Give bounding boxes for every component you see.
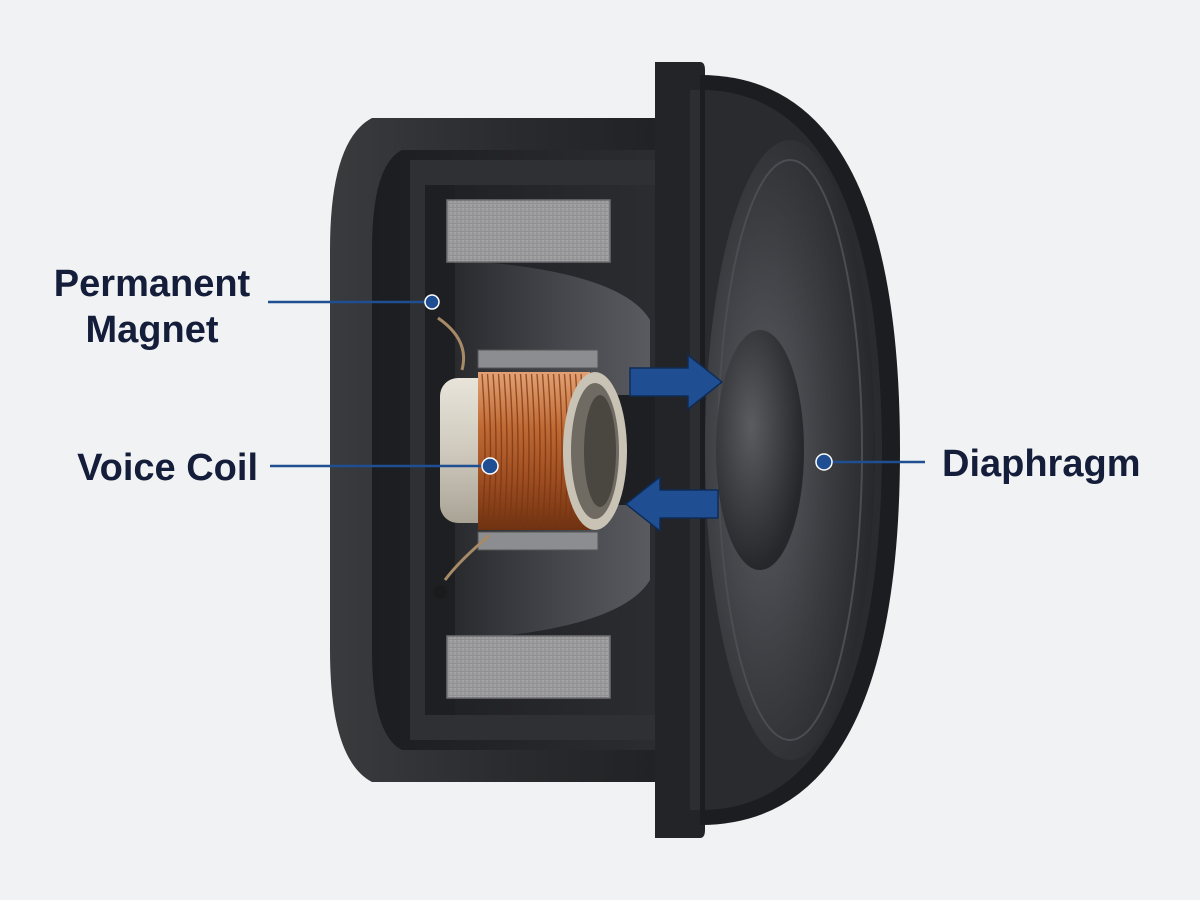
coil-winding [514, 373, 519, 529]
coil-winding [492, 373, 497, 529]
coil-winding [508, 373, 514, 529]
coil-winding [503, 373, 508, 529]
coil-winding [519, 373, 525, 529]
leader-diaphragm [815, 453, 925, 471]
coil-winding [547, 373, 552, 529]
coil-winding [541, 373, 547, 529]
coil-winding [486, 373, 492, 529]
coil-winding [536, 373, 541, 529]
label-permanent-magnet-line2: Magnet [86, 309, 219, 351]
coil-winding [525, 373, 530, 529]
coil-winding [558, 373, 563, 529]
coil-winding [552, 373, 558, 529]
coil-winding [497, 373, 503, 529]
label-voice-coil: Voice Coil [77, 447, 258, 489]
voice-coil-assembly [424, 294, 627, 599]
coil-winding [530, 373, 536, 529]
leader-voice-coil [270, 457, 499, 475]
diaphragm [700, 75, 900, 825]
label-diaphragm: Diaphragm [942, 443, 1140, 485]
coil-winding [481, 373, 486, 529]
arrow-left-icon [624, 475, 719, 533]
label-permanent-magnet-line1: Permanent [54, 263, 251, 305]
arrow-right-icon [629, 353, 724, 411]
leader-permanent-magnet [268, 294, 440, 310]
frame-flange [655, 62, 705, 838]
permanent-magnet [446, 199, 611, 699]
